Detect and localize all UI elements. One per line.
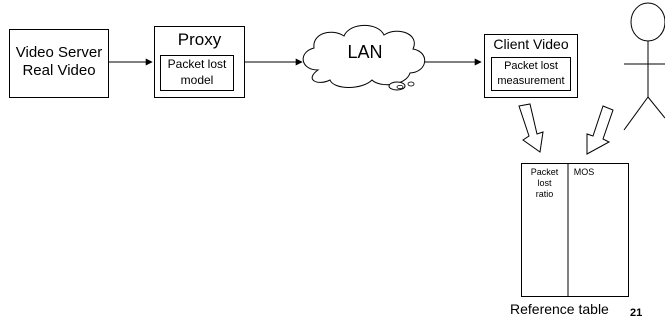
lan-cloud-puff-small-icon [407, 81, 415, 87]
page-number: 21 [630, 307, 643, 319]
proxy-inner-label-line1: Packet lost [167, 57, 227, 71]
video-server-label-line2: Real Video [22, 62, 96, 79]
client-video-title: Client Video [493, 36, 569, 52]
reference-table-col1-line3: ratio [535, 189, 554, 199]
video-server-label-line1: Video Server [15, 44, 103, 61]
reference-table-col1-line1: Packet [530, 167, 559, 177]
client-inner-box [491, 57, 571, 91]
reference-table-col2-header: MOS [573, 167, 595, 177]
client-inner-label-line2: measurement [497, 75, 565, 87]
person-icon [623, 2, 665, 131]
lan-cloud-puff-inner-icon [396, 85, 404, 90]
reference-table [521, 163, 629, 297]
lan-cloud-icon [302, 24, 426, 88]
reference-table-col1-line2: lost [537, 178, 552, 188]
proxy-inner-label-line2: model [180, 73, 214, 87]
reference-table-caption: Reference table [510, 301, 609, 317]
video-server-box [9, 29, 109, 98]
proxy-inner-box [160, 55, 234, 91]
hollow-arrow-person-to-table [586, 105, 614, 155]
proxy-title: Proxy [177, 30, 222, 49]
hollow-arrow-client-to-table [518, 103, 544, 153]
lan-label: LAN [347, 42, 383, 62]
client-inner-label-line1: Packet lost [504, 60, 558, 72]
